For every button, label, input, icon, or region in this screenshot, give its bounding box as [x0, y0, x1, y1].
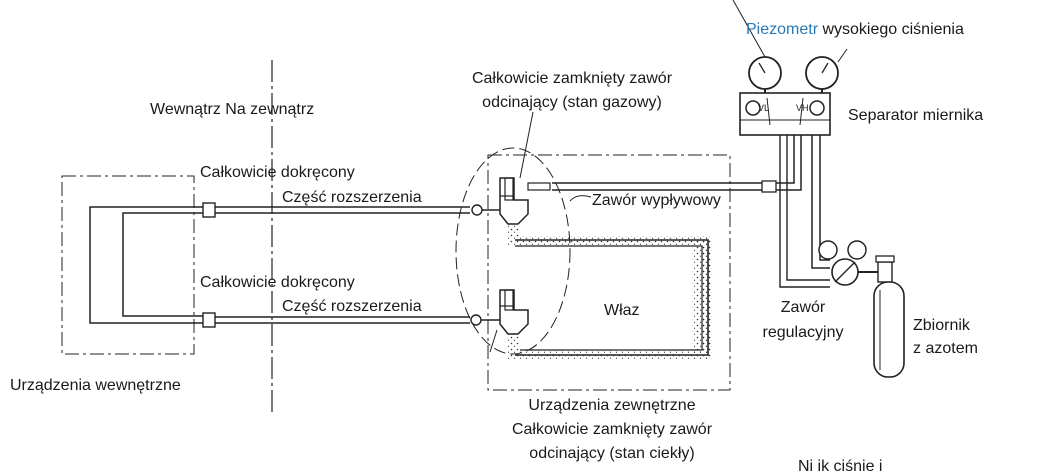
inside-outside-label: Wewnątrz Na zewnątrz: [150, 101, 315, 118]
fully-tightened-bottom-label: Całkowicie dokręcony: [200, 274, 355, 291]
indoor-pipe-inner: [122, 212, 205, 317]
piezometer-rest: wysokiego ciśnienia: [818, 21, 964, 38]
piezometer-word: Piezometr: [746, 21, 819, 38]
gauge-manifold: [739, 56, 839, 136]
outflow-valve-label: Zawór wypływowy: [592, 192, 721, 209]
gas-valve-label-line1: Całkowicie zamknięty zawór: [471, 70, 673, 87]
outdoor-unit-label: Urządzenia zewnętrzne: [528, 397, 696, 414]
high-pressure-piezometer-label: Piezometr wysokiego ciśnienia: [746, 20, 964, 39]
flare-part-top-label: Część rozszerzenia: [282, 189, 422, 206]
gauge-hose-top: [552, 182, 765, 191]
gas-valve-label-line2: odcinający (stan gazowy): [482, 94, 662, 111]
flare-part-bottom-label: Część rozszerzenia: [282, 298, 422, 315]
gauge-vl-label: VL: [758, 103, 770, 113]
gas-shutoff-valve: [471, 177, 551, 225]
flare-nut-bottom: [202, 312, 216, 328]
gauge-separator-label: Separator miernika: [848, 107, 984, 124]
regulating-valve-label-line1: Zawór: [780, 299, 826, 316]
gauge-vh-label: VH: [796, 103, 809, 113]
pressure-regulator: [818, 240, 895, 286]
indoor-unit-label: Urządzenia wewnętrzne: [10, 377, 181, 394]
nitrogen-tank: [873, 281, 905, 378]
indoor-unit-box: [61, 175, 195, 355]
liquid-valve-label-line1: Całkowicie zamknięty zawór: [511, 421, 713, 438]
liquid-valve-label-line2: odcinający (stan ciekły): [529, 445, 695, 462]
indoor-pipe-outer: [89, 206, 205, 324]
nitrogen-tank-label-line2: z azotem: [913, 340, 978, 357]
gauge-hose-nitrogen: [811, 135, 830, 269]
liquid-shutoff-valve: [470, 289, 529, 335]
nitrogen-tank-label-line1: Zbiornik: [913, 317, 970, 334]
regulating-valve-label-line2: regulacyjny: [762, 324, 844, 341]
outdoor-unit-box: [487, 154, 731, 391]
hatch-label: Właz: [604, 302, 640, 319]
outdoor-pipe-insulation: [508, 224, 712, 360]
flare-nut-top: [202, 202, 216, 218]
fully-tightened-top-label: Całkowicie dokręcony: [200, 164, 355, 181]
